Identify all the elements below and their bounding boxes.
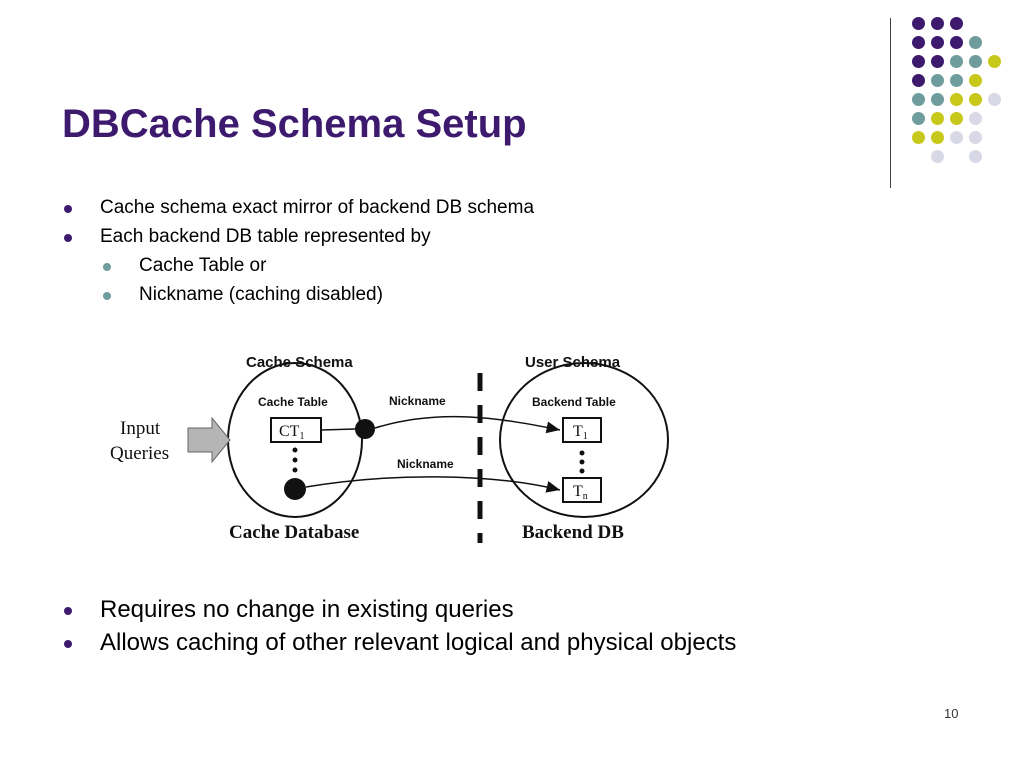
t1-main: T [573, 423, 583, 440]
decor-dot [950, 112, 963, 125]
decor-dot [912, 131, 925, 144]
ellipsis-dot [579, 468, 585, 474]
tn-sub: n [583, 491, 588, 502]
decor-dot [912, 17, 925, 30]
decor-dot [931, 74, 944, 87]
decor-dot [988, 55, 1001, 68]
decor-dot [950, 55, 963, 68]
bullet-item: Requires no change in existing queries [63, 596, 736, 629]
bullet-list-bottom: Requires no change in existing queries A… [63, 596, 736, 662]
bullet-item: Each backend DB table represented by [63, 225, 534, 254]
ellipsis-dot [292, 457, 298, 463]
page-number: 10 [944, 706, 959, 721]
user-schema-label: User Schema [525, 354, 621, 371]
decor-dot [988, 93, 1001, 106]
backend-table-box-tn [562, 477, 602, 503]
decor-dot [931, 93, 944, 106]
decor-dot [950, 74, 963, 87]
decor-dot [931, 55, 944, 68]
decor-dot [969, 55, 982, 68]
cache-schema-label: Cache Schema [246, 354, 353, 371]
decor-dot [969, 36, 982, 49]
decor-dot [969, 74, 982, 87]
ellipsis-dot [292, 447, 298, 453]
nickname-node-top [355, 419, 375, 439]
decor-dot [931, 150, 944, 163]
decor-dot [950, 131, 963, 144]
decor-dot [931, 112, 944, 125]
decor-dot [950, 36, 963, 49]
ct1-sub: 1 [299, 431, 304, 442]
tn-text: Tn [573, 483, 588, 502]
ct1-text: CT1 [279, 423, 304, 442]
decor-dot [969, 131, 982, 144]
nickname-top-label: Nickname [389, 394, 446, 408]
tn-main: T [573, 483, 583, 500]
ct1-main: CT [279, 423, 300, 440]
decor-dot [931, 36, 944, 49]
backend-db-label: Backend DB [522, 522, 624, 543]
bullet-item: Cache schema exact mirror of backend DB … [63, 196, 534, 225]
input-label-line1: Input [120, 418, 161, 439]
decor-dot [931, 131, 944, 144]
sub-bullet-item: Nickname (caching disabled) [102, 283, 534, 312]
schema-diagram: Cache Schema User Schema Cache Table Bac… [110, 354, 669, 543]
decor-dot [969, 150, 982, 163]
decor-dot [912, 36, 925, 49]
nickname-bottom-arrow [305, 476, 561, 493]
input-arrow-icon [187, 416, 231, 464]
decor-dot [969, 93, 982, 106]
backend-table-label: Backend Table [532, 395, 616, 409]
cache-database-label: Cache Database [229, 522, 359, 543]
ct1-to-node-line [320, 428, 356, 431]
ellipsis-dot [292, 467, 298, 473]
ellipsis-dot [579, 450, 585, 456]
decor-dot [912, 55, 925, 68]
nickname-top-arrow [374, 415, 561, 434]
decorative-dot-grid [0, 0, 1024, 200]
cache-table-box [270, 417, 322, 443]
decor-dot [969, 112, 982, 125]
decor-dot [931, 17, 944, 30]
nickname-node-bottom [284, 478, 306, 500]
decor-dot [912, 112, 925, 125]
t1-sub: 1 [583, 431, 588, 442]
ellipsis-dot [579, 459, 585, 465]
decor-dot [950, 93, 963, 106]
decor-dot [950, 17, 963, 30]
input-label-line2: Queries [110, 443, 169, 464]
backend-table-box-t1 [562, 417, 602, 443]
t1-text: T1 [573, 423, 588, 442]
nickname-bottom-label: Nickname [397, 457, 454, 471]
decor-dot [912, 93, 925, 106]
cache-table-label: Cache Table [258, 395, 328, 409]
decor-dot [912, 74, 925, 87]
slide-title: DBCache Schema Setup [62, 102, 527, 146]
bullet-list-top: Cache schema exact mirror of backend DB … [63, 196, 534, 312]
user-schema-ellipse [499, 362, 669, 518]
divider-line [890, 18, 891, 188]
sub-bullet-item: Cache Table or [102, 254, 534, 283]
bullet-item: Allows caching of other relevant logical… [63, 629, 736, 662]
